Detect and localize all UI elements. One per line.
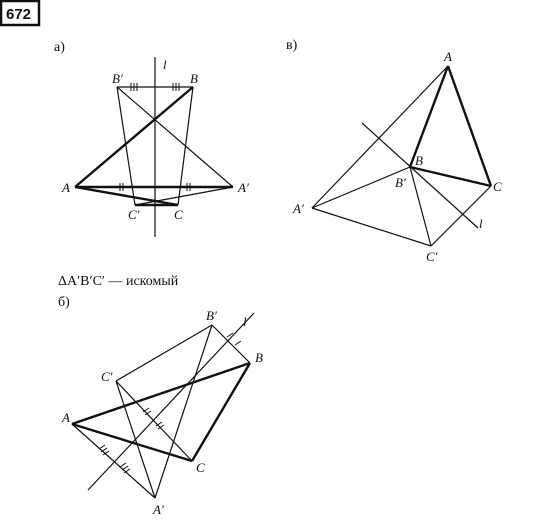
part-v-segment-ac: [446, 65, 493, 187]
part-a-axis-label: l: [163, 57, 167, 72]
part-a-point-a1: A′: [237, 180, 249, 195]
part-b-axis-l: [87, 312, 255, 491]
part-b-segment-bc: [190, 362, 252, 462]
part-b-point-b1: B′: [206, 308, 217, 323]
part-v-segment-a1b1: [311, 166, 411, 209]
part-v-point-a1: A′: [292, 201, 304, 216]
part-b-point-a1: A′: [152, 502, 164, 517]
part-a-point-b: B: [190, 71, 198, 86]
part-b-tick-marks: [98, 332, 242, 474]
part-v-segment-c1c: [430, 185, 492, 247]
part-a-point-a: A: [61, 180, 70, 195]
part-a-point-c1: C′: [128, 207, 140, 222]
part-v-axis-l: [361, 122, 479, 229]
part-v-segment-a1a: [311, 65, 449, 209]
part-a-segment-ac: [74, 185, 179, 207]
part-b-axis-label: l: [243, 314, 247, 329]
part-b-segment-b1c1: [115, 324, 213, 382]
part-b-segment-ab: [71, 361, 251, 426]
part-b-segment-a1b1: [154, 324, 213, 499]
part-b-point-a: A: [61, 410, 70, 425]
part-a-label: а): [54, 40, 65, 55]
part-a-segment-a1c1: [134, 186, 234, 206]
part-b-segment-ac: [71, 422, 193, 463]
diagram-part-v: в) l A C B B′ A′ C′: [286, 38, 502, 264]
part-v-segment-b1c1: [409, 166, 432, 247]
part-a-tick-marks: [119, 83, 191, 191]
part-b-segment-b1b: [211, 324, 251, 364]
part-v-segment-ab: [408, 65, 450, 168]
part-b-segment-aa1: [71, 423, 156, 499]
diagram-part-a: а) l A A′ B′ B C′ C: [54, 40, 249, 237]
part-b-point-c: C: [196, 460, 205, 475]
part-v-point-b: B: [415, 153, 423, 168]
part-v-label: в): [286, 38, 298, 53]
solution-caption: ΔA′B′C′ — искомый: [58, 274, 179, 289]
part-v-point-c: C: [493, 179, 502, 194]
part-v-axis-label: l: [479, 216, 483, 231]
part-a-point-c: C: [174, 207, 183, 222]
part-v-point-a: A: [443, 49, 452, 64]
part-v-point-b1: B′: [395, 175, 406, 190]
problem-number-badge: 672: [0, 0, 41, 27]
part-a-point-b1: B′: [112, 71, 123, 86]
part-v-segment-bc: [409, 165, 492, 188]
part-a-segment-b1c1: [116, 86, 136, 206]
part-b-point-b: B: [255, 350, 263, 365]
part-a-segment-a1b1: [116, 86, 234, 188]
part-b-segment-a1c1: [115, 380, 156, 499]
part-v-point-c1: C′: [426, 249, 438, 264]
part-b-point-c1: C′: [101, 369, 113, 384]
part-a-segment-ab: [74, 86, 194, 188]
part-v-segment-a1c1: [311, 207, 432, 247]
part-b-segment-c1c: [115, 380, 193, 462]
part-b-label: б): [58, 295, 70, 310]
diagram-part-b: б) l B′ B C′ A C A′: [58, 295, 263, 517]
problem-number: 672: [6, 6, 31, 23]
